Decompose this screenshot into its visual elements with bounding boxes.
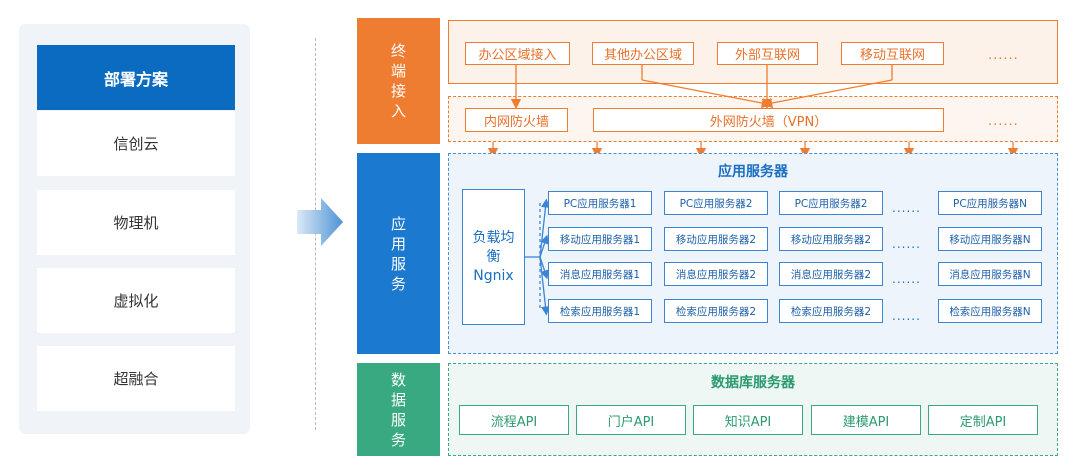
server-pc-1: PC应用服务器1 [548, 191, 652, 215]
server-message-2: 消息应用服务器2 [664, 262, 768, 286]
api-workflow: 流程API [459, 405, 569, 435]
server-search-2b: 检索应用服务器2 [779, 299, 883, 323]
server-search-2: 检索应用服务器2 [664, 299, 768, 323]
access-ellipsis: ...... [988, 48, 1019, 63]
app-server-title: 应用服务器 [718, 164, 788, 180]
server-pc-2: PC应用服务器2 [664, 191, 768, 215]
row-ellipsis: ...... [892, 309, 921, 323]
server-mobile-2b: 移动应用服务器2 [779, 227, 883, 251]
load-balancer-nginx: 负载均衡Ngnix [462, 189, 525, 325]
intranet-firewall: 内网防火墙 [465, 108, 568, 132]
access-mobile-internet: 移动互联网 [841, 42, 944, 65]
server-search-1: 检索应用服务器1 [548, 299, 652, 323]
menu-item-physical-machine[interactable]: 物理机 [37, 190, 235, 255]
row-ellipsis: ...... [892, 237, 921, 251]
server-message-n: 消息应用服务器N [938, 262, 1042, 286]
api-knowledge: 知识API [693, 405, 803, 435]
menu-item-hyperconverged[interactable]: 超融合 [37, 346, 235, 411]
menu-item-deployment[interactable]: 部署方案 [37, 45, 235, 110]
menu-item-xinchuang-cloud[interactable]: 信创云 [37, 111, 235, 176]
row-ellipsis: ...... [892, 201, 921, 215]
server-pc-2b: PC应用服务器2 [779, 191, 883, 215]
server-mobile-2: 移动应用服务器2 [664, 227, 768, 251]
api-custom: 定制API [928, 405, 1038, 435]
forward-arrow-icon [297, 198, 343, 246]
firewall-ellipsis: ...... [988, 114, 1019, 129]
section-label-terminal: 终端接入 [357, 18, 440, 144]
database-title: 数据库服务器 [711, 375, 795, 391]
server-mobile-1: 移动应用服务器1 [548, 227, 652, 251]
access-office-area: 办公区域接入 [465, 42, 570, 65]
section-label-data: 数据服务 [357, 363, 440, 456]
server-mobile-n: 移动应用服务器N [938, 227, 1042, 251]
server-message-2b: 消息应用服务器2 [779, 262, 883, 286]
row-ellipsis: ...... [892, 272, 921, 286]
access-external-internet: 外部互联网 [717, 42, 818, 65]
server-search-n: 检索应用服务器N [938, 299, 1042, 323]
menu-item-virtualization[interactable]: 虚拟化 [37, 268, 235, 333]
deployment-menu: 部署方案 信创云 物理机 虚拟化 超融合 [19, 24, 250, 434]
api-modeling: 建模API [811, 405, 921, 435]
access-other-office: 其他办公区域 [592, 42, 694, 65]
server-message-1: 消息应用服务器1 [548, 262, 652, 286]
api-portal: 门户API [576, 405, 686, 435]
section-label-app: 应用服务 [357, 153, 440, 354]
server-pc-n: PC应用服务器N [938, 191, 1042, 215]
